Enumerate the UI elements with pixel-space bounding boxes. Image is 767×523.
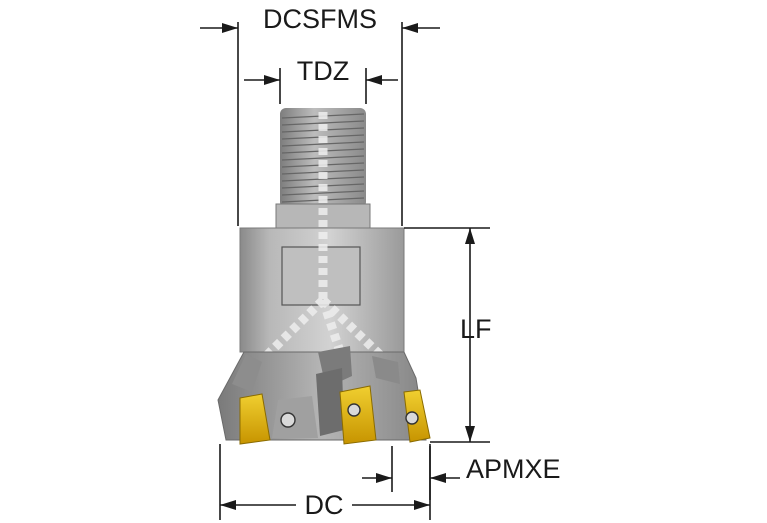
label-lf: LF — [460, 314, 492, 344]
label-apmxe: APMXE — [466, 454, 561, 484]
dim-apmxe: APMXE — [362, 446, 561, 500]
dim-tdz: TDZ — [244, 56, 398, 104]
label-dc: DC — [305, 490, 344, 520]
screw-icon — [280, 403, 419, 428]
dim-dc: DC — [219, 444, 431, 520]
label-tdz: TDZ — [297, 56, 349, 86]
dim-dcsfms: DCSFMS — [200, 4, 440, 226]
milling-cutter-icon — [217, 108, 431, 445]
label-dcsfms: DCSFMS — [263, 4, 377, 34]
dim-lf: LF — [404, 227, 492, 443]
